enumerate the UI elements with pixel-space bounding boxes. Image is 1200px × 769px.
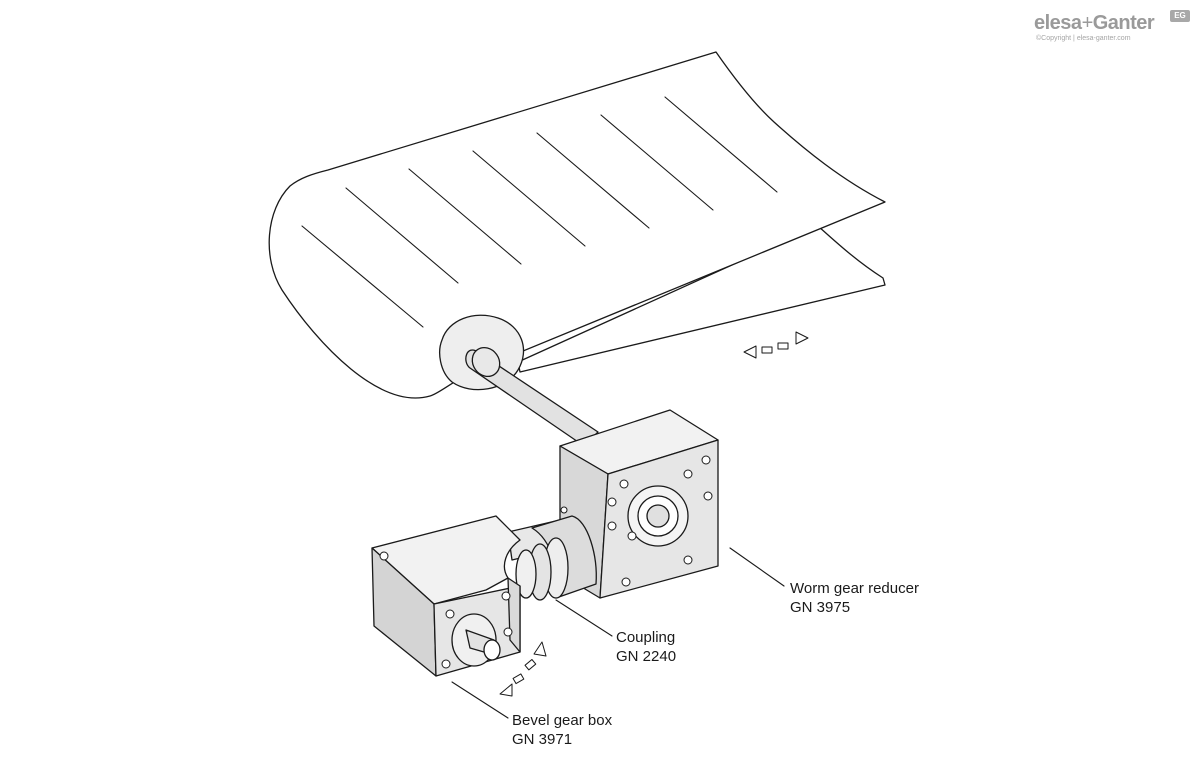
callout-title: Bevel gear box: [512, 712, 613, 729]
logo-badge: EG: [1170, 10, 1190, 22]
callout-worm-gear-reducer: Worm gear reducer GN 3975: [790, 579, 919, 617]
coupling-hub: [515, 549, 537, 599]
rotation-dash: [512, 673, 525, 685]
rotation-arrow-down-icon: [499, 683, 513, 697]
conveyor-direction-arrows: [743, 331, 809, 359]
callout-bevel-gear-box: Bevel gear box GN 3971: [512, 711, 612, 749]
bevel-top-face: [371, 515, 521, 605]
rotation-dash: [524, 658, 537, 671]
direction-arrow-left-icon: [743, 345, 757, 359]
belt-slat-lines: [301, 96, 778, 328]
drive-shaft: [465, 349, 599, 447]
logo-brand-plus: +: [1081, 12, 1094, 34]
callout-title: Worm gear reducer: [790, 580, 919, 597]
logo-brand-second: Ganter: [1092, 12, 1155, 34]
leader-lines: [451, 547, 785, 719]
direction-arrow-right-icon: [795, 331, 809, 345]
coupling: [507, 515, 597, 601]
direction-dash: [777, 342, 789, 350]
roller-shaft-end: [471, 346, 501, 378]
leader-line-bevel: [451, 681, 509, 719]
callout-code: GN 3975: [790, 599, 851, 616]
logo-copyright: ©Copyright | elesa-ganter.com: [1036, 35, 1131, 42]
rotation-arrow-up-icon: [533, 641, 547, 657]
leader-line-coupling: [555, 599, 613, 637]
rotation-arrows: [499, 641, 547, 697]
logo-brand-main: elesa: [1034, 12, 1082, 34]
reducer-bolt-holes: [560, 455, 713, 587]
bevel-gear-box: [371, 515, 521, 677]
leader-line-worm-gear: [729, 547, 785, 587]
elesa-ganter-logo: elesa+Ganter EG ©Copyright | elesa-gante…: [1034, 10, 1194, 50]
direction-dash: [761, 346, 773, 354]
logo-wordmark: elesa+Ganter: [1034, 12, 1155, 35]
bevel-bolt-holes: [379, 551, 513, 669]
bevel-shaft-end: [483, 639, 501, 661]
callout-code: GN 3971: [512, 731, 573, 748]
callout-code: GN 2240: [616, 648, 677, 665]
conveyor-belt: [268, 51, 886, 399]
callout-coupling: Coupling GN 2240: [616, 628, 676, 666]
reducer-shaft: [646, 504, 670, 528]
callout-title: Coupling: [616, 629, 676, 646]
